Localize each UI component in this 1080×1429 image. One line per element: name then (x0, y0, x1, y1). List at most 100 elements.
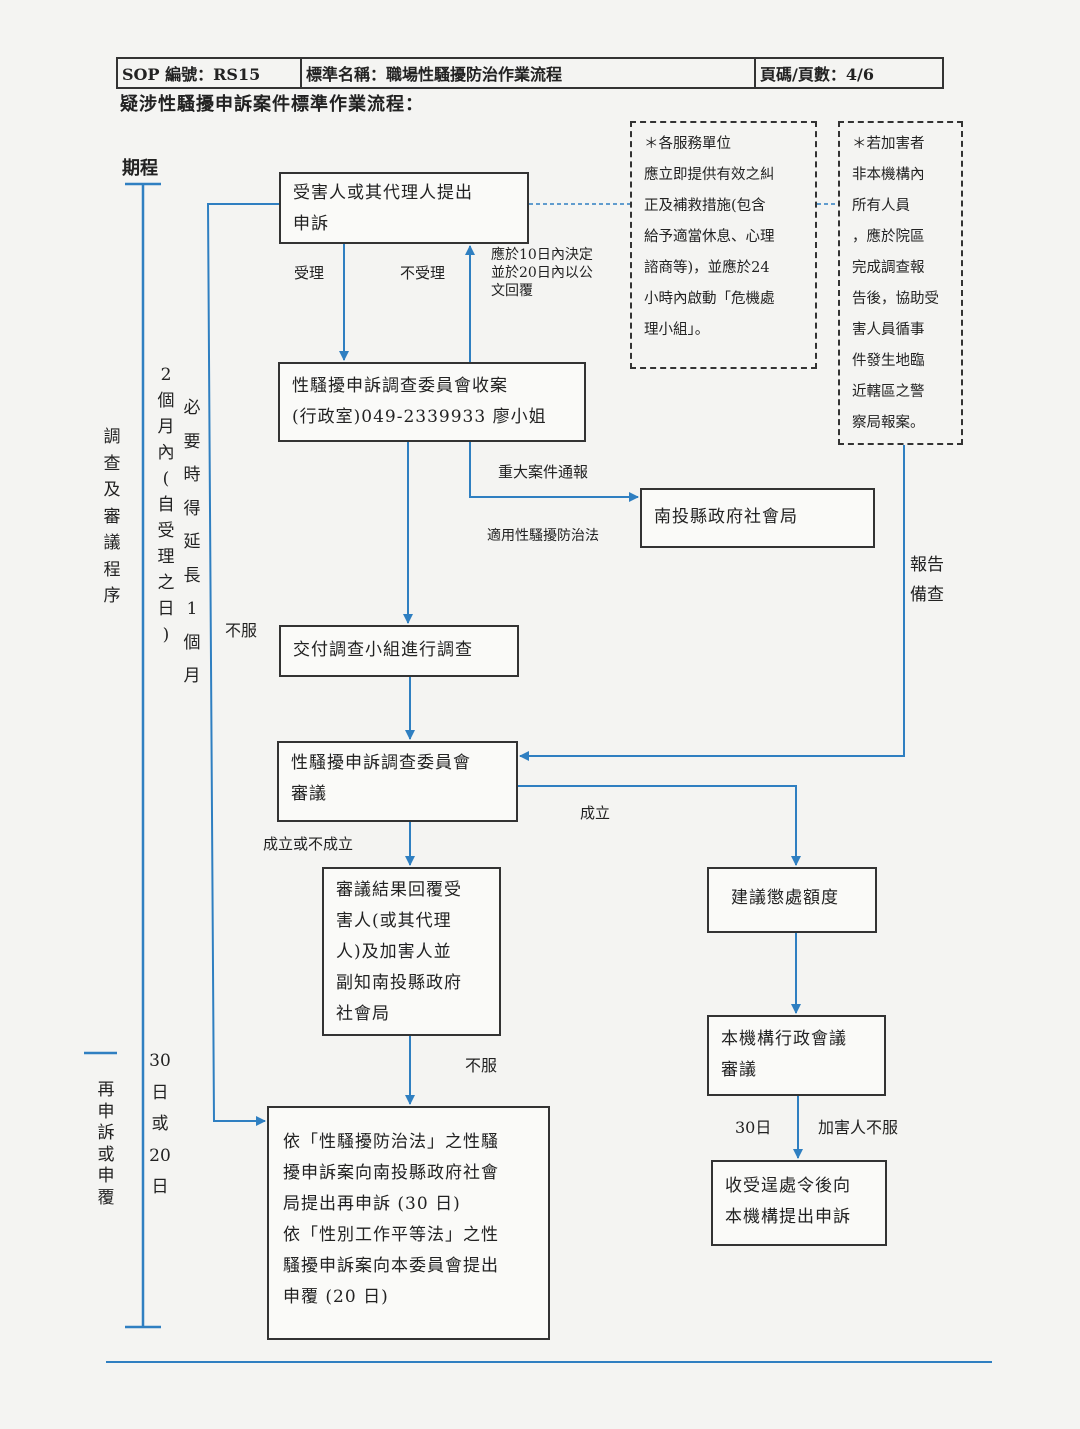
phase-investigation-label-line: 及 (103, 480, 121, 500)
phase-reappeal-period-line: 或 (151, 1114, 169, 1134)
applicable-law-label: 適用性騷擾防治法 (487, 528, 599, 544)
committee-receive-node-line: 性騷擾申訴調查委員會收案 (292, 376, 508, 396)
major-case-arrow (469, 442, 639, 502)
flow-title: 疑涉性騷擾申訴案件標準作業流程： (120, 94, 424, 115)
phase-reappeal-period-line: 日 (151, 1177, 169, 1197)
established-or-not-label: 成立或不成立 (263, 835, 354, 853)
external-offender-note-line: ＊若加害者 (852, 136, 925, 152)
phase-investigation-period-line: 內 (157, 443, 175, 463)
external-offender-note-line: 近轄區之警 (852, 384, 925, 400)
phase-investigation-label-line: 序 (103, 586, 121, 606)
established-label: 成立 (580, 804, 611, 822)
service-units-note-line: 小時內啟動「危機處 (644, 291, 775, 307)
phase-investigation-period-line: ) (162, 625, 170, 645)
phase-reappeal-period-line: 30 (149, 1051, 171, 1071)
reappeal-node-line: 依「性別工作平等法」之性 (283, 1225, 499, 1245)
phase-investigation-label-line: 查 (103, 453, 121, 474)
phase-extension-period-line: 月 (183, 666, 201, 686)
phase-extension-period-line: 時 (183, 465, 201, 485)
phase-reappeal-label-line: 覆 (97, 1187, 115, 1208)
service-units-note-line: 諮商等)，並應於24 (644, 260, 770, 276)
external-offender-note: ＊若加害者非本機構內所有人員，應於院區完成調查報告後，協助受害人員循事件發生地臨… (838, 121, 963, 445)
service-units-note-line: 正及補救措施(包含 (644, 198, 766, 214)
reappeal-node: 依「性騷擾防治法」之性騷擾申訴案向南投縣政府社會局提出再申訴 (30 日) 依「性… (267, 1106, 550, 1340)
report-label-line: 備查 (910, 585, 944, 605)
major-case-label: 重大案件通報 (498, 463, 589, 481)
phase-reappeal-label-line: 申 (97, 1101, 115, 1122)
header-table: SOP 編號：RS15 標準名稱：職場性騷擾防治作業流程 頁碼/頁數：4/6 (116, 57, 944, 89)
phase-investigation-label-line: 審 (103, 506, 121, 527)
report-arrow (519, 445, 905, 761)
phase-extension-period-line: 1 (186, 599, 198, 619)
service-units-note-line: 理小組」。 (644, 322, 710, 338)
result-reply-node-line: 害人(或其代理 (336, 911, 452, 931)
investigation-node: 交付調查小組進行調查 (279, 625, 519, 677)
social-bureau-node: 南投縣政府社會局 (640, 488, 875, 548)
phase-reappeal-period-line: 日 (151, 1082, 169, 1103)
admin-meeting-node-line: 審議 (721, 1060, 757, 1080)
report-label: 報告備查 (910, 550, 944, 610)
external-offender-note-line: 非本機構內 (852, 167, 925, 183)
result-reply-node-line: 副知南投縣政府 (336, 973, 462, 993)
phase-investigation-period-line: 2 (160, 365, 172, 385)
external-offender-note-line: 害人員循事 (852, 322, 925, 338)
result-reply-node: 審議結果回覆受害人(或其代理人)及加害人並副知南投縣政府社會局 (322, 867, 501, 1036)
disagree-left-arrow (206, 203, 279, 1126)
social-bureau-node-line: 南投縣政府社會局 (654, 507, 798, 527)
phase-reappeal-period-line: 20 (149, 1145, 171, 1166)
reappeal-node-line: 局提出再申訴 (30 日) (283, 1194, 461, 1214)
phase-reappeal-label: 再申訴或申覆 (94, 1080, 118, 1209)
service-units-note-line: 給予適當休息、心理 (644, 229, 775, 245)
complaint-node-line: 申訴 (293, 214, 329, 234)
deadline-label: 應於10日內決定並於20日內以公文回覆 (491, 246, 593, 300)
accept-label: 受理 (294, 264, 325, 282)
phase-investigation-period-line: 受 (157, 521, 175, 541)
phase-reappeal-label-line: 申 (97, 1166, 115, 1186)
external-offender-note-line: 所有人員 (852, 198, 910, 214)
appeal-after-penalty-node: 收受逞處令後向本機構提出申訴 (711, 1160, 887, 1246)
service-units-note: ＊各服務單位應立即提供有效之糾正及補救措施(包含給予適當休息、心理諮商等)，並應… (630, 121, 817, 369)
phase-investigation-period-line: 理 (157, 547, 175, 567)
timeline-label: 期程 (122, 158, 158, 179)
page-number: 頁碼/頁數：4/6 (760, 65, 874, 84)
committee-review-node-line: 性騷擾申訴調查委員會 (291, 753, 471, 773)
phase-extension-period-line: 必 (183, 398, 201, 418)
service-units-note-line: 應立即提供有效之糾 (644, 167, 775, 183)
reappeal-node-line: 擾申訴案向南投縣政府社會 (283, 1163, 499, 1183)
report-label-line: 報告 (910, 555, 944, 575)
phase-investigation-period-line: 個 (157, 391, 175, 411)
phase-investigation-label-line: 程 (103, 559, 121, 580)
committee-review-node-line: 審議 (291, 784, 327, 804)
phase-investigation-period-line: 日 (157, 599, 175, 619)
admin-meeting-node-line: 本機構行政會議 (721, 1029, 847, 1049)
deadline-label-line: 文回覆 (491, 283, 533, 299)
penalty-node-line: 建議懲處額度 (731, 888, 839, 908)
result-reply-node-line: 審議結果回覆受 (336, 880, 462, 900)
reappeal-node-line: 依「性騷擾防治法」之性騷 (283, 1132, 499, 1152)
investigation-node-line: 交付調查小組進行調查 (293, 640, 473, 660)
deadline-label-line: 應於10日內決定 (491, 247, 593, 263)
reappeal-node-line: 騷擾申訴案向本委員會提出 (283, 1256, 499, 1276)
phase-extension-period-line: 得 (183, 498, 201, 519)
committee-receive-node-line: (行政室)049-2339933 廖小姐 (292, 407, 547, 427)
external-offender-note-line: 件發生地臨 (852, 353, 925, 369)
disagree-left-label: 不服 (225, 621, 258, 640)
disagree-mid-label: 不服 (465, 1056, 498, 1075)
appeal-after-penalty-node-line: 本機構提出申訴 (725, 1207, 851, 1227)
phase-extension-period-line: 個 (183, 632, 201, 653)
timeline-axis (84, 182, 161, 1329)
phase-extension-period-line: 延 (183, 532, 201, 552)
appeal-after-penalty-node-line: 收受逞處令後向 (725, 1176, 851, 1196)
external-offender-note-line: 完成調查報 (852, 260, 925, 276)
phase-investigation-period-line: 月 (157, 417, 175, 437)
phase-investigation-period-line: 自 (157, 495, 175, 515)
deadline-label-line: 並於20日內以公 (491, 265, 593, 281)
result-reply-node-line: 社會局 (336, 1004, 390, 1024)
phase-reappeal-label-line: 再 (97, 1080, 115, 1100)
result-reply-node-line: 人)及加害人並 (336, 942, 452, 962)
reject-label: 不受理 (400, 264, 446, 282)
external-offender-note-line: ，應於院區 (852, 229, 925, 245)
phase-investigation-label-line: 議 (103, 533, 121, 553)
